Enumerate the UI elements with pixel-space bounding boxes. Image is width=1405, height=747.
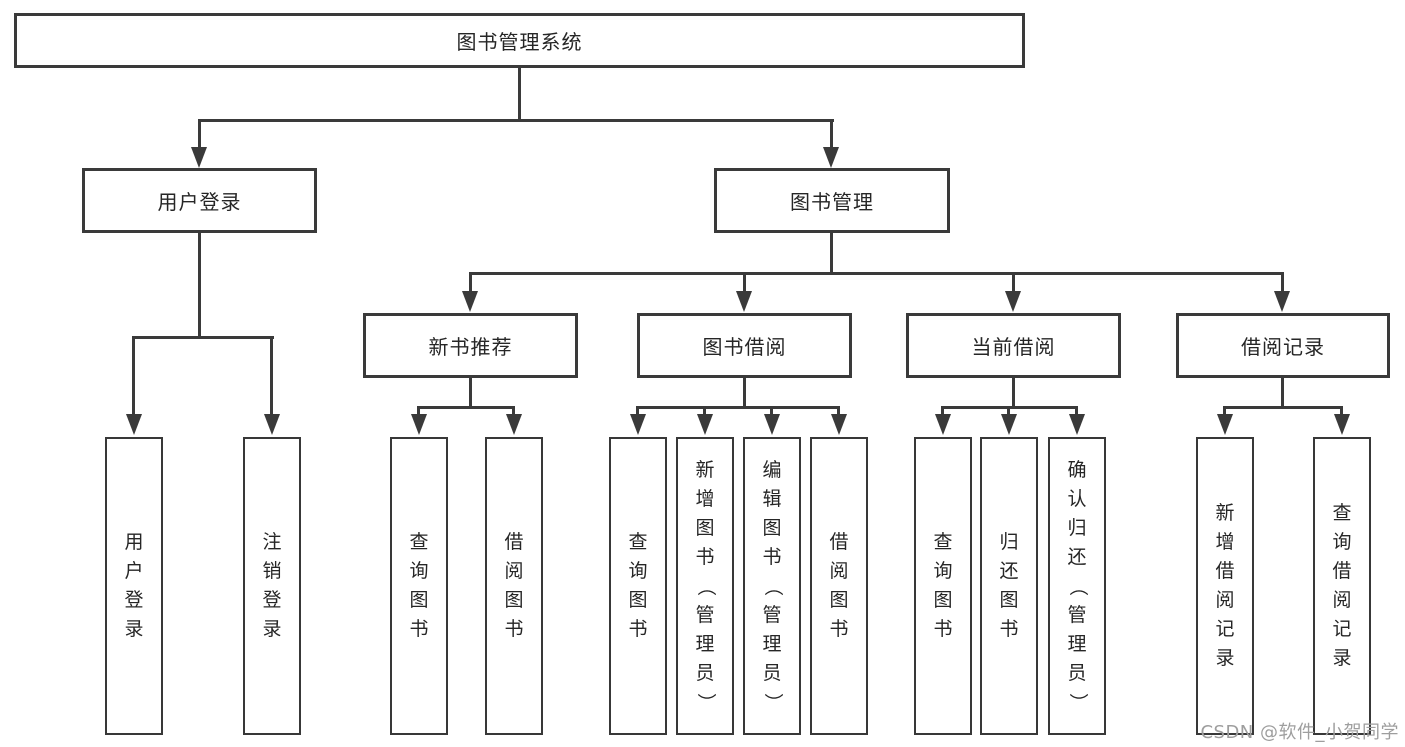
csdn-watermark: CSDN @软件_小贺同学 [1200,722,1399,743]
connector-recommend-bar [417,406,515,409]
connector-records-bar [1223,406,1343,409]
leaf-user-login: 用户登录 [105,437,163,735]
arrowhead-module2 [736,291,752,312]
connector-stem-module2 [743,272,746,292]
node-root-label: 图书管理系统 [456,30,583,54]
connector-login-bar [132,336,274,339]
leaf-add-books-admin: 新增图书（管理员） [676,437,734,735]
node-user-login: 用户登录 [82,168,317,233]
arrowhead-borrow4 [831,414,847,435]
connector-user-login-drop [198,233,201,338]
connector-stem-current3 [1075,406,1078,416]
arrowhead-current2 [1001,414,1017,435]
connector-stem-module4 [1281,272,1284,292]
node-borrow-records-label: 借阅记录 [1241,335,1325,359]
arrowhead-leaf-login2 [264,414,280,435]
connector-stem-user-login [198,119,201,149]
arrowhead-borrow2 [697,414,713,435]
arrowhead-borrow1 [630,414,646,435]
arrowhead-current1 [935,414,951,435]
connector-stem-leaf-login2 [270,336,273,416]
connector-current-drop [1012,377,1015,408]
leaf-add-books-admin-label: 新增图书（管理员） [694,458,717,712]
node-new-book-recommend: 新书推荐 [363,313,578,378]
connector-level2-bar [198,119,834,122]
node-book-management: 图书管理 [714,168,950,233]
arrowhead-module1 [462,291,478,312]
connector-stem-borrow2 [703,406,706,416]
connector-stem-current1 [941,406,944,416]
connector-stem-current2 [1007,406,1010,416]
leaf-add-borrow-record: 新增借阅记录 [1196,437,1254,735]
arrowhead-user-login [191,147,207,168]
connector-stem-borrow4 [837,406,840,416]
connector-stem-leaf-login1 [132,336,135,416]
leaf-query-books-recommend: 查询图书 [390,437,448,735]
leaf-query-books-current: 查询图书 [914,437,972,735]
connector-stem-recommend2 [512,406,515,416]
leaf-add-borrow-record-label: 新增借阅记录 [1215,502,1235,669]
connector-stem-borrow1 [636,406,639,416]
leaf-confirm-return-admin: 确认归还（管理员） [1048,437,1106,735]
node-current-borrow: 当前借阅 [906,313,1121,378]
leaf-edit-books-admin: 编辑图书（管理员） [743,437,801,735]
node-book-borrow: 图书借阅 [637,313,852,378]
node-user-login-label: 用户登录 [157,190,242,214]
leaf-edit-books-admin-label: 编辑图书（管理员） [761,458,784,712]
leaf-query-borrow-record: 查询借阅记录 [1313,437,1371,735]
arrowhead-recommend2 [506,414,522,435]
leaf-return-books: 归还图书 [980,437,1038,735]
leaf-user-login-label: 用户登录 [124,531,144,640]
node-root: 图书管理系统 [14,13,1025,68]
node-current-borrow-label: 当前借阅 [971,335,1056,359]
leaf-confirm-return-admin-label: 确认归还（管理员） [1066,458,1089,712]
arrowhead-records2 [1334,414,1350,435]
leaf-logout: 注销登录 [243,437,301,735]
connector-book-management-drop [830,233,833,274]
connector-stem-book-management [830,119,833,149]
arrowhead-recommend1 [411,414,427,435]
connector-stem-module1 [469,272,472,292]
connector-stem-recommend1 [417,406,420,416]
leaf-query-books-borrow: 查询图书 [609,437,667,735]
leaf-borrow-books-label: 借阅图书 [829,531,849,640]
connector-recommend-drop [469,377,472,408]
arrowhead-records1 [1217,414,1233,435]
connector-stem-module3 [1012,272,1015,292]
connector-borrow-bar [636,406,840,409]
leaf-query-books-borrow-label: 查询图书 [628,531,648,640]
arrowhead-leaf-login1 [126,414,142,435]
arrowhead-borrow3 [764,414,780,435]
leaf-query-books-current-label: 查询图书 [933,531,953,640]
connector-stem-records1 [1223,406,1226,416]
leaf-query-books-recommend-label: 查询图书 [409,531,429,640]
connector-borrow-drop [743,377,746,408]
connector-records-drop [1281,377,1284,408]
connector-stem-borrow3 [770,406,773,416]
arrowhead-current3 [1069,414,1085,435]
node-book-borrow-label: 图书借阅 [702,335,787,359]
connector-stem-records2 [1340,406,1343,416]
leaf-query-borrow-record-label: 查询借阅记录 [1332,502,1352,669]
arrowhead-book-management [823,147,839,168]
node-new-book-recommend-label: 新书推荐 [428,335,513,359]
arrowhead-module4 [1274,291,1290,312]
connector-root-drop [518,68,521,120]
arrowhead-module3 [1005,291,1021,312]
leaf-borrow-books-recommend: 借阅图书 [485,437,543,735]
leaf-logout-label: 注销登录 [262,531,282,640]
node-borrow-records: 借阅记录 [1176,313,1390,378]
connector-level3-bar [470,272,1284,275]
node-book-management-label: 图书管理 [790,190,874,214]
leaf-return-books-label: 归还图书 [999,531,1019,640]
leaf-borrow-books-recommend-label: 借阅图书 [504,531,524,640]
leaf-borrow-books: 借阅图书 [810,437,868,735]
